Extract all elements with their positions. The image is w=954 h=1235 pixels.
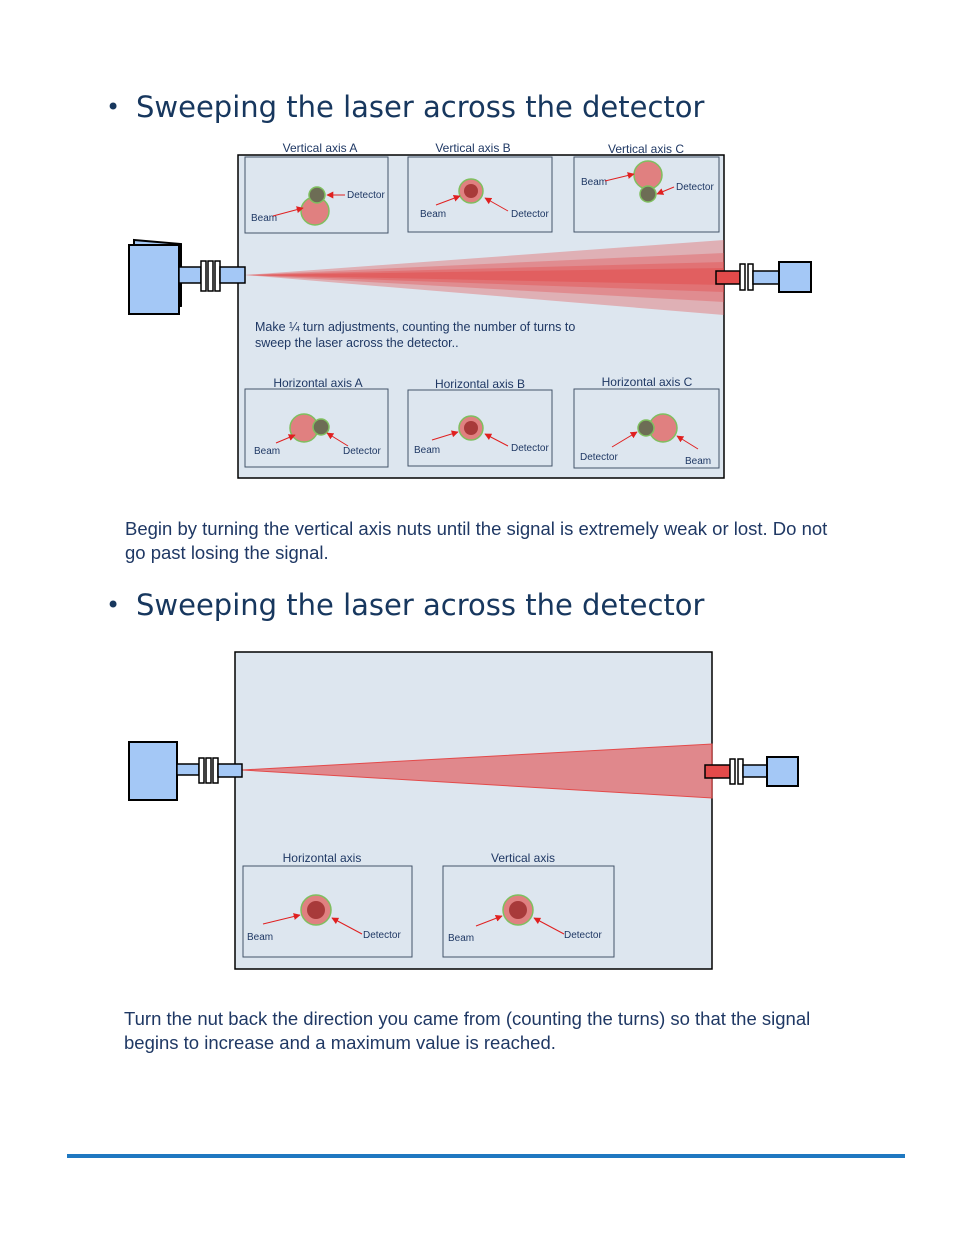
diagram2: Horizontal axis Beam Detector Vertical a…: [128, 651, 799, 970]
bullet-icon: •: [106, 93, 121, 121]
detector-label: Detector: [580, 452, 618, 463]
horizontal-panel-c: Horizontal axis C Detector Beam: [573, 375, 720, 469]
section2-heading-text: Sweeping the laser across the detector: [136, 588, 705, 622]
detector-label: Detector: [511, 209, 549, 220]
instruction-line-2: sweep the laser across the detector..: [255, 336, 459, 350]
laser-sweep: [245, 240, 724, 315]
beam-label: Beam: [414, 445, 440, 456]
vertical-panel-c: Vertical axis C Beam Detector: [573, 142, 720, 233]
detector-spot: [312, 418, 330, 436]
beam-label: Beam: [581, 177, 607, 188]
beam-spot: [633, 160, 663, 190]
beam-label: Beam: [254, 446, 280, 457]
detector-spot: [639, 185, 657, 203]
panel-title: Horizontal axis A: [273, 376, 362, 390]
beam-label: Beam: [685, 456, 711, 467]
footer-rule: [67, 1154, 905, 1158]
laser-source: [128, 238, 246, 315]
detector-label: Detector: [511, 443, 549, 454]
vertical-panel-b: Vertical axis B Beam Detector: [407, 141, 553, 233]
horizontal-axis-panel: Horizontal axis Beam Detector: [242, 851, 413, 958]
detector-spot: [307, 901, 325, 919]
section1-caption: Begin by turning the vertical axis nuts …: [125, 518, 828, 563]
vertical-axis-panel: Vertical axis Beam Detector: [442, 851, 615, 958]
panel-title: Vertical axis: [491, 851, 555, 865]
detector-label: Detector: [676, 182, 714, 193]
instruction-line-1: Make ¼ turn adjustments, counting the nu…: [255, 320, 575, 334]
detector-label: Detector: [363, 930, 401, 941]
panel-title: Vertical axis C: [608, 142, 684, 156]
section2-heading: • Sweeping the laser across the detector: [106, 588, 704, 622]
detector-device: [715, 261, 812, 293]
vertical-panel-a: Vertical axis A Beam Detector: [244, 141, 389, 234]
detector-label: Detector: [347, 190, 385, 201]
diagram1: Vertical axis A Beam Detector Vertical a…: [128, 141, 812, 479]
horizontal-panel-b: Horizontal axis B Beam Detector: [407, 377, 553, 467]
section2-caption: Turn the nut back the direction you came…: [124, 1008, 811, 1053]
panel-title: Horizontal axis: [283, 851, 362, 865]
detector-spot: [308, 186, 326, 204]
detector-spot: [509, 901, 527, 919]
horizontal-panel-a: Horizontal axis A Beam Detector: [244, 376, 389, 468]
laser-source: [128, 741, 243, 801]
panel-title: Vertical axis A: [283, 141, 358, 155]
detector-spot: [637, 419, 655, 437]
beam-label: Beam: [251, 213, 277, 224]
panel-title: Horizontal axis B: [435, 377, 525, 391]
section1-heading: • Sweeping the laser across the detector: [106, 90, 704, 124]
panel-title: Vertical axis B: [435, 141, 510, 155]
detector-device: [704, 756, 799, 787]
bullet-icon: •: [106, 591, 121, 619]
panel-title: Horizontal axis C: [602, 375, 693, 389]
beam-label: Beam: [448, 933, 474, 944]
detector-spot: [464, 184, 478, 198]
section1-heading-text: Sweeping the laser across the detector: [136, 90, 705, 124]
detector-label: Detector: [564, 930, 602, 941]
detector-label: Detector: [343, 446, 381, 457]
detector-spot: [464, 421, 478, 435]
beam-label: Beam: [420, 209, 446, 220]
beam-label: Beam: [247, 932, 273, 943]
